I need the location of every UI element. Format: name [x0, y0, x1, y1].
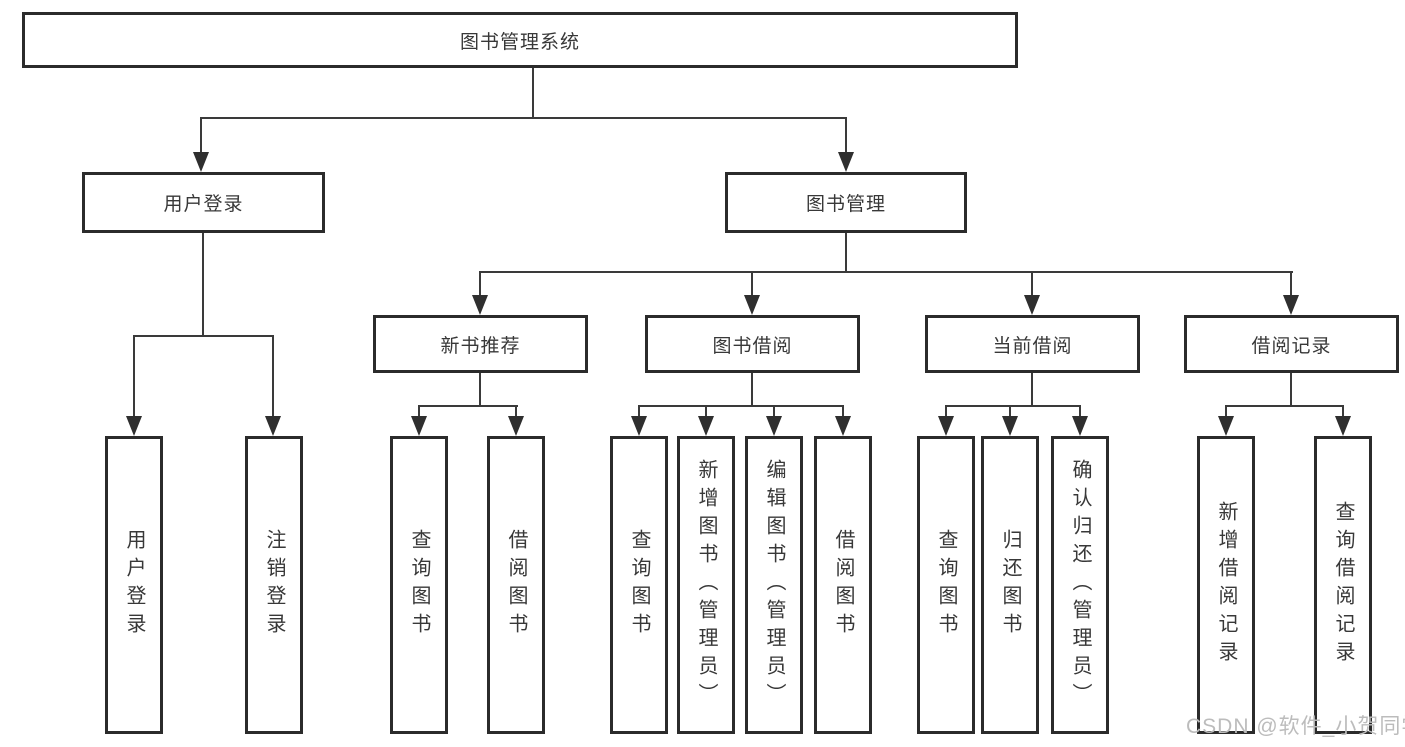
connector-leaf-logout-stem [272, 335, 274, 420]
node-new-book-recommend: 新书推荐 [373, 315, 588, 373]
leaf-br-query-record-label: 查询借阅记录 [1332, 501, 1354, 669]
connector-cb-confirm-stem [1079, 405, 1081, 420]
node-borrow-records: 借阅记录 [1184, 315, 1399, 373]
arrowhead-leaf-logout-icon [265, 416, 281, 436]
arrowhead-borrow-records-icon [1283, 295, 1299, 315]
connector-root-stem [532, 68, 534, 119]
leaf-bb-add-book: 新增图书（管理员） [677, 436, 735, 734]
arrowhead-br-add-icon [1218, 416, 1234, 436]
node-new-book-recommend-label: 新书推荐 [440, 335, 521, 357]
node-root: 图书管理系统 [22, 12, 1018, 68]
node-current-borrow-label: 当前借阅 [992, 335, 1073, 357]
arrowhead-nb-borrow-icon [508, 416, 524, 436]
connector-bb-add-stem [705, 405, 707, 420]
connector-nb-borrow-stem [515, 405, 517, 420]
arrowhead-nb-query-icon [411, 416, 427, 436]
leaf-bb-add-book-label: 新增图书（管理员） [695, 459, 717, 711]
leaf-br-add-record-label: 新增借阅记录 [1215, 501, 1237, 669]
node-book-borrow: 图书借阅 [645, 315, 860, 373]
leaf-cb-confirm-return-label: 确认归还（管理员） [1069, 459, 1091, 711]
connector-book-management-stem [845, 117, 847, 156]
leaf-bb-borrow-book-label: 借阅图书 [832, 529, 854, 641]
arrowhead-leaf-user-login-icon [126, 416, 142, 436]
arrowhead-bb-add-icon [698, 416, 714, 436]
connector-br-query-stem [1342, 405, 1344, 420]
connector-cb-return-stem [1009, 405, 1011, 420]
connector-borrow-records-stem [1290, 271, 1292, 299]
node-borrow-records-label: 借阅记录 [1251, 335, 1332, 357]
node-current-borrow: 当前借阅 [925, 315, 1140, 373]
leaf-bb-edit-book: 编辑图书（管理员） [745, 436, 803, 734]
leaf-user-login-label: 用户登录 [123, 529, 145, 641]
node-root-label: 图书管理系统 [459, 31, 580, 53]
connector-book-borrow-down [751, 373, 753, 407]
connector-user-login-bar [133, 335, 274, 337]
connector-borrow-records-down [1290, 373, 1292, 407]
connector-borrow-records-bar [1225, 405, 1344, 407]
connector-book-management-down [845, 233, 847, 273]
node-user-login-label: 用户登录 [163, 194, 244, 215]
connector-new-book-stem [479, 271, 481, 299]
watermark: CSDN @软件_小贺同学 [1186, 715, 1405, 738]
arrowhead-user-login-icon [193, 152, 209, 172]
arrowhead-book-management-icon [838, 152, 854, 172]
node-user-login: 用户登录 [82, 172, 325, 233]
leaf-logout-label: 注销登录 [263, 529, 285, 641]
leaf-nb-borrow-book: 借阅图书 [487, 436, 545, 734]
connector-new-book-down [479, 373, 481, 407]
leaf-br-query-record: 查询借阅记录 [1314, 436, 1372, 734]
connector-bb-edit-stem [773, 405, 775, 420]
connector-bb-borrow-stem [842, 405, 844, 420]
leaf-bb-edit-book-label: 编辑图书（管理员） [763, 459, 785, 711]
arrowhead-cb-query-icon [938, 416, 954, 436]
leaf-bb-borrow-book: 借阅图书 [814, 436, 872, 734]
connector-book-management-bar [479, 271, 1293, 273]
connector-nb-query-stem [418, 405, 420, 420]
connector-user-login-down [202, 233, 204, 337]
arrowhead-new-book-icon [472, 295, 488, 315]
connector-current-borrow-down [1031, 373, 1033, 407]
connector-book-borrow-stem [751, 271, 753, 299]
arrowhead-cb-confirm-icon [1072, 416, 1088, 436]
leaf-user-login: 用户登录 [105, 436, 163, 734]
connector-current-borrow-bar [945, 405, 1081, 407]
connector-br-add-stem [1225, 405, 1227, 420]
node-book-management-label: 图书管理 [805, 194, 886, 215]
leaf-nb-query-book-label: 查询图书 [408, 529, 430, 641]
leaf-logout: 注销登录 [245, 436, 303, 734]
leaf-cb-query-book-label: 查询图书 [935, 529, 957, 641]
leaf-cb-query-book: 查询图书 [917, 436, 975, 734]
arrowhead-bb-edit-icon [766, 416, 782, 436]
node-book-management: 图书管理 [725, 172, 967, 233]
arrowhead-book-borrow-icon [744, 295, 760, 315]
connector-user-login-stem [200, 117, 202, 156]
arrowhead-br-query-icon [1335, 416, 1351, 436]
leaf-cb-return-book: 归还图书 [981, 436, 1039, 734]
arrowhead-bb-query-icon [631, 416, 647, 436]
leaf-bb-query-book: 查询图书 [610, 436, 668, 734]
arrowhead-current-borrow-icon [1024, 295, 1040, 315]
leaf-br-add-record: 新增借阅记录 [1197, 436, 1255, 734]
connector-root-bar [200, 117, 846, 119]
leaf-cb-confirm-return: 确认归还（管理员） [1051, 436, 1109, 734]
node-book-borrow-label: 图书借阅 [712, 335, 793, 357]
connector-current-borrow-stem [1031, 271, 1033, 299]
leaf-nb-borrow-book-label: 借阅图书 [505, 529, 527, 641]
arrowhead-bb-borrow-icon [835, 416, 851, 436]
connector-leaf-user-login-stem [133, 335, 135, 420]
leaf-bb-query-book-label: 查询图书 [628, 529, 650, 641]
arrowhead-cb-return-icon [1002, 416, 1018, 436]
leaf-cb-return-book-label: 归还图书 [999, 529, 1021, 641]
connector-bb-query-stem [638, 405, 640, 420]
connector-new-book-bar [418, 405, 518, 407]
leaf-nb-query-book: 查询图书 [390, 436, 448, 734]
connector-book-borrow-bar [638, 405, 844, 407]
connector-cb-query-stem [945, 405, 947, 420]
